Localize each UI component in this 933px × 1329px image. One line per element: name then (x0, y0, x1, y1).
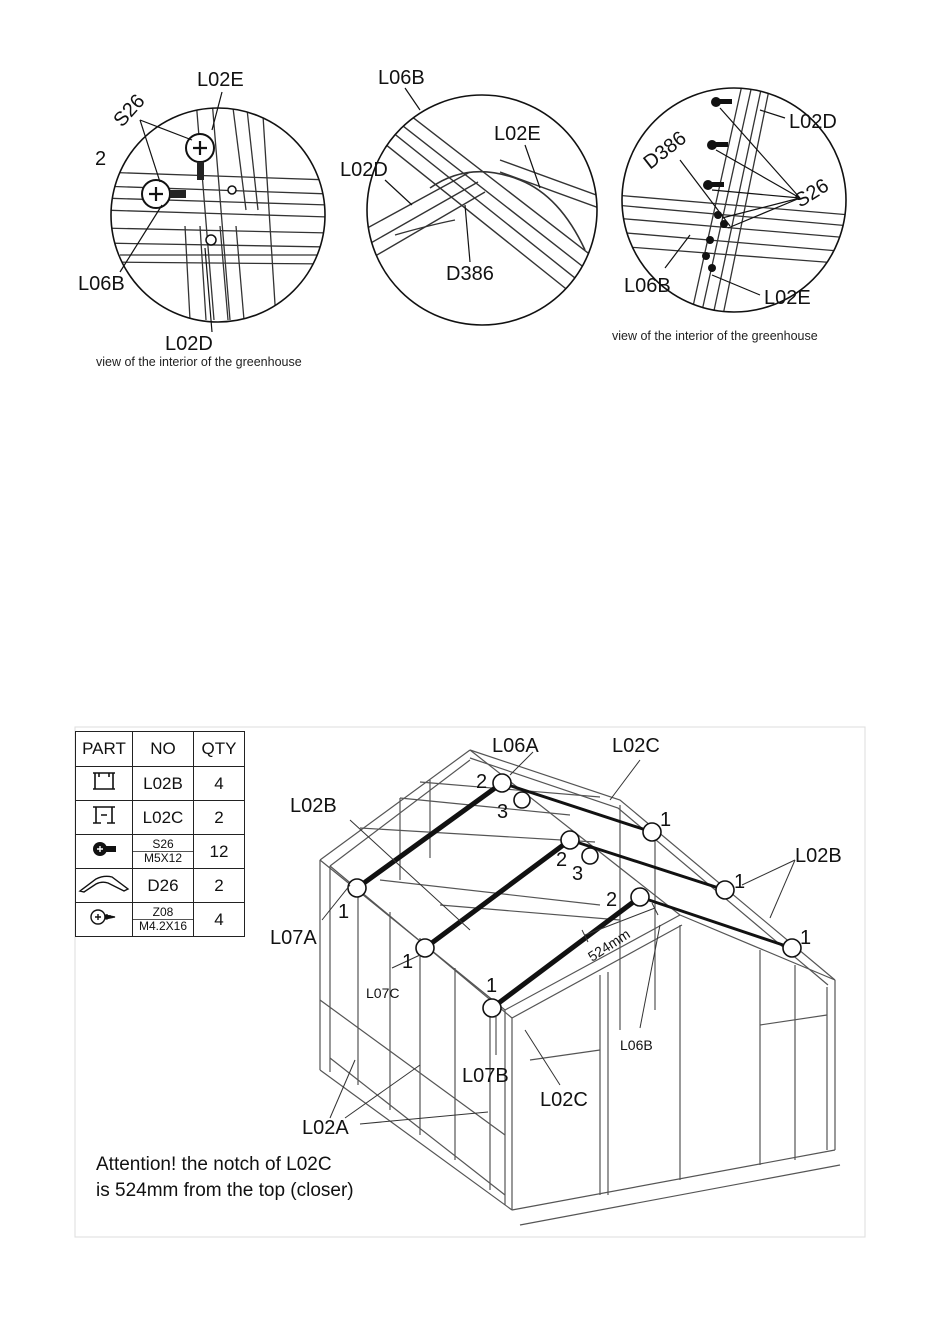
step-number: 2 (95, 148, 106, 170)
part-number: L02C (132, 800, 194, 835)
column-header: NO (132, 731, 194, 767)
label-l02a: L02A (302, 1117, 349, 1139)
part-code: Z08 (152, 905, 174, 919)
part-number: Z08 M4.2X16 (132, 902, 194, 937)
table-row: L02B 4 (75, 766, 245, 801)
profile-icon (93, 806, 115, 824)
table-row: S26 M5X12 12 (75, 834, 245, 869)
attention-note-line-2: is 524mm from the top (closer) (96, 1180, 354, 1201)
label-d386: D386 (446, 263, 494, 285)
step-number: 1 (486, 975, 497, 997)
detail-circle-2: L06B L02E L02D D386 (340, 67, 598, 326)
part-size: M5X12 (133, 851, 193, 865)
label-l06b: L06B (620, 1037, 653, 1053)
label-l02d: L02D (165, 333, 213, 355)
label-s26: S26 (791, 175, 833, 213)
detail-circle-1: L02E S26 2 L06B L02D view of the interio… (78, 69, 326, 369)
step-number: 1 (402, 951, 413, 973)
bolt-icon (185, 133, 215, 180)
profile-icon (93, 772, 115, 790)
table-row: Z08 M4.2X16 4 (75, 902, 245, 937)
label-l02e: L02E (197, 69, 244, 91)
part-size: M4.2X16 (133, 919, 193, 933)
table-row: L02C 2 (75, 800, 245, 835)
label-l02c-top: L02C (612, 735, 660, 757)
part-quantity: 4 (193, 902, 245, 937)
part-quantity: 4 (193, 766, 245, 801)
greenhouse-frame-diagram: L06A L02C L02B L02B L07A L07C L07B L02C … (74, 726, 866, 1238)
label-l02b-left: L02B (290, 795, 337, 817)
part-number: L02B (132, 766, 194, 801)
part-quantity: 2 (193, 800, 245, 835)
table-header-row: PART NO QTY (75, 731, 245, 767)
label-d386: D386 (640, 127, 691, 174)
table-row: D26 2 (75, 868, 245, 903)
step-number: 1 (734, 871, 745, 893)
label-l02e: L02E (494, 123, 541, 145)
part-image (75, 766, 133, 801)
part-number: D26 (132, 868, 194, 903)
bolt-icon (702, 97, 732, 272)
screw-icon (90, 909, 116, 925)
step-number: 2 (476, 771, 487, 793)
label-l06b: L06B (78, 273, 125, 295)
bolt-icon (93, 842, 116, 856)
caption-interior-view: view of the interior of the greenhouse (96, 355, 302, 369)
step-number: 3 (497, 801, 508, 823)
step-number: 2 (556, 849, 567, 871)
label-l02d: L02D (789, 111, 837, 133)
detail-circle-3: L02D D386 S26 L06B L02E view of the inte… (612, 87, 847, 343)
attention-note-line-1: Attention! the notch of L02C (96, 1154, 332, 1175)
part-quantity: 2 (193, 868, 245, 903)
label-l02d: L02D (340, 159, 388, 181)
step-number: 1 (660, 809, 671, 831)
part-image (75, 834, 133, 869)
label-s26: S26 (109, 90, 149, 131)
caption-interior-view: view of the interior of the greenhouse (612, 329, 818, 343)
step-number: 3 (572, 863, 583, 885)
bolt-icon (141, 179, 186, 209)
label-l07a: L07A (270, 927, 317, 949)
part-image (75, 902, 133, 937)
label-l06b: L06B (378, 67, 425, 89)
step-number: 1 (338, 901, 349, 923)
label-l07c: L07C (366, 985, 399, 1001)
step-number: 2 (606, 889, 617, 911)
label-l02e: L02E (764, 287, 811, 309)
label-l02b-right: L02B (795, 845, 842, 867)
part-image (75, 800, 133, 835)
part-quantity: 12 (193, 834, 245, 869)
label-l06a: L06A (492, 735, 539, 757)
bracket-icon (78, 875, 130, 893)
part-code: S26 (152, 837, 174, 851)
step-number: 1 (800, 927, 811, 949)
parts-table: PART NO QTY L02B 4 L02C 2 S26 M5X12 12 D… (75, 731, 245, 937)
label-l07b: L07B (462, 1065, 509, 1087)
label-l02c-bottom: L02C (540, 1089, 588, 1111)
part-image (75, 868, 133, 903)
column-header: QTY (193, 731, 245, 767)
part-number: S26 M5X12 (132, 834, 194, 869)
label-l06b: L06B (624, 275, 671, 297)
column-header: PART (75, 731, 133, 767)
